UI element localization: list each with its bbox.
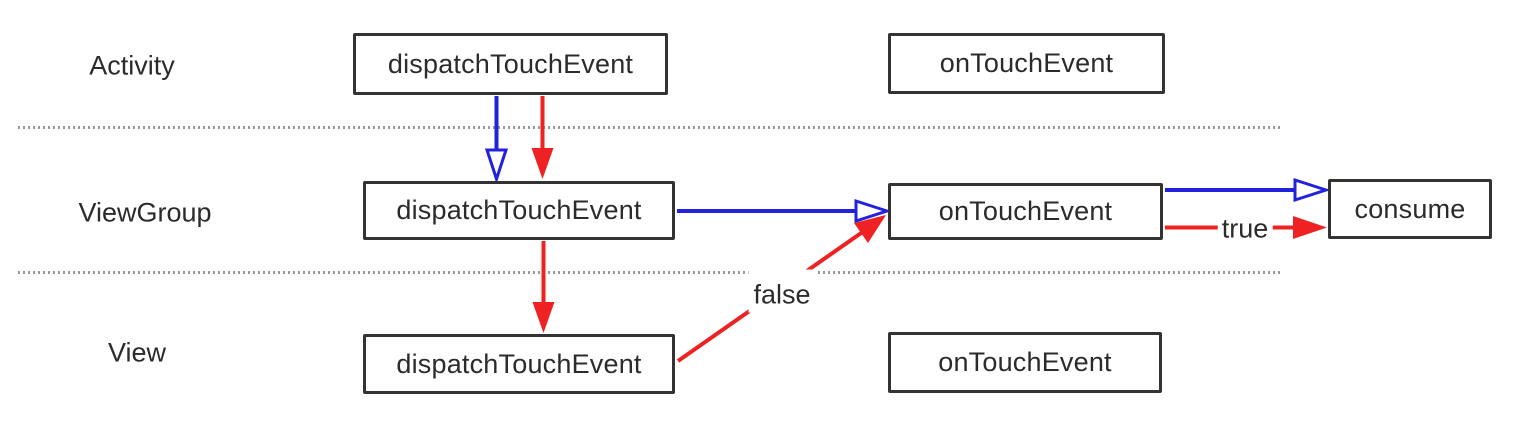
arrow-activity-to-viewgroup-blue (484, 96, 509, 184)
node-viewgroup-ontouchevent: onTouchEvent (888, 183, 1163, 240)
layer-label-viewgroup: ViewGroup (78, 197, 212, 228)
arrow-ontouch-to-consume-blue (1165, 177, 1331, 203)
solid-arrowhead-icon (531, 148, 554, 179)
node-view-dispatchtouchevent: dispatchTouchEvent (363, 334, 675, 394)
edge-label-true: true (1217, 213, 1273, 245)
arrow-viewgroup-to-view-red (532, 241, 555, 333)
arrow-viewgroup-dispatch-to-ontouch-blue (677, 198, 892, 224)
layer-label-view: View (107, 337, 167, 368)
arrow-activity-to-viewgroup-red (531, 96, 554, 179)
layer-label-activity: Activity (89, 50, 175, 81)
node-activity-ontouchevent: onTouchEvent (888, 33, 1165, 94)
node-activity-dispatchtouchevent: dispatchTouchEvent (353, 33, 668, 95)
node-viewgroup-dispatchtouchevent: dispatchTouchEvent (363, 181, 675, 240)
node-view-ontouchevent: onTouchEvent (888, 332, 1162, 393)
solid-arrowhead-icon (854, 215, 886, 243)
hollow-arrowhead-icon (854, 198, 892, 224)
node-consume: consume (1328, 179, 1492, 239)
solid-arrowhead-icon (532, 302, 555, 333)
hollow-arrowhead-icon (1293, 177, 1331, 203)
hollow-arrowhead-icon (484, 148, 509, 184)
edge-label-false: false (748, 269, 816, 313)
solid-arrowhead-icon (1293, 216, 1327, 239)
